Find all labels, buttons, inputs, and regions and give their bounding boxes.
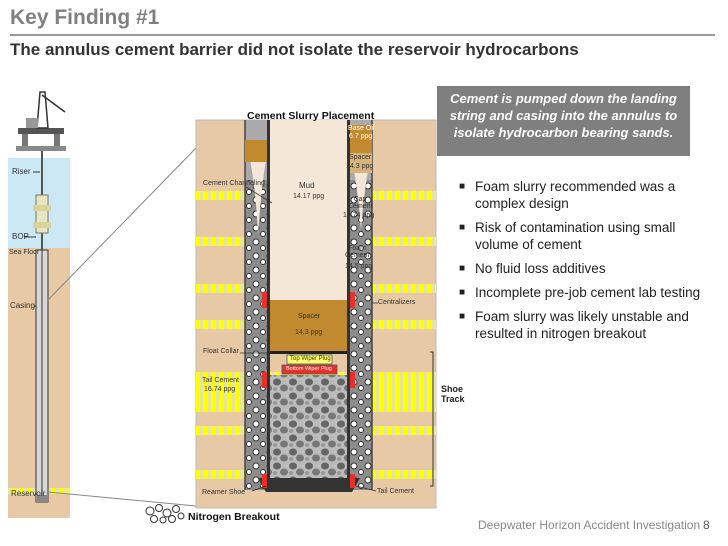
title-divider <box>10 34 715 36</box>
mud-column <box>270 120 347 300</box>
foam-cement-label: Foam Cement <box>345 245 370 259</box>
footer-org: Deepwater Horizon Accident Investigation <box>478 518 701 532</box>
shoe-track-cement <box>270 375 347 485</box>
casing-wall-right <box>347 120 350 490</box>
slide-subtitle: The annulus cement barrier did not isola… <box>10 40 579 59</box>
findings-list: Foam slurry recommended was a complex de… <box>457 178 707 349</box>
bullet-item: Risk of contamination using small volume… <box>457 219 707 253</box>
tail-cement-label: Tail Cement <box>202 377 239 384</box>
drilling-rig-icon <box>16 91 66 151</box>
spacer-ppg: 14.3 ppg <box>295 329 323 336</box>
spacer-top-ppg: 14.3 ppg <box>346 163 374 170</box>
float-collar-label: Float Collar <box>203 348 239 355</box>
nitrogen-breakout-label: Nitrogen Breakout <box>188 511 280 523</box>
mud-ppg: 14.17 ppg <box>293 193 325 200</box>
spacer-top-label: Spacer <box>349 154 372 161</box>
bottom-wiper-plug <box>281 364 338 375</box>
bullet-item: Foam slurry was likely unstable and resu… <box>457 308 707 342</box>
sea-floor-label: Sea Floor <box>9 249 40 256</box>
channeling-leader <box>245 186 273 204</box>
tail-cement-ppg: 16.74 ppg <box>204 386 236 393</box>
slide-title: Key Finding #1 <box>10 6 160 29</box>
reamer-shoe <box>258 478 360 492</box>
bottom-wiper-plug-label: Bottom Wiper Plug <box>286 366 332 372</box>
reamer-shoe-leader <box>251 485 267 492</box>
page-number: 8 <box>703 518 710 532</box>
casing-label: Casing <box>10 301 35 310</box>
mud-channel-left <box>250 160 266 235</box>
bullet-item: Foam slurry recommended was a complex de… <box>457 178 707 212</box>
detail-title: Cement Slurry Placement <box>247 110 375 122</box>
top-wiper-plug <box>286 354 333 365</box>
base-oil-ppg: 6.7 ppg <box>349 133 373 140</box>
annulus-foam-right <box>350 160 372 490</box>
bullet-item: No fluid loss additives <box>457 260 707 277</box>
mud-channel-right <box>352 160 370 230</box>
casing-wall-left <box>267 120 270 490</box>
riser-label: Riser <box>12 167 31 176</box>
tail-cement-right-label: Tail Cement <box>377 488 414 495</box>
shoe-track-bracket <box>430 351 434 487</box>
spacer-zone-top <box>350 153 372 173</box>
bop-icon <box>33 194 51 234</box>
base-oil-label: Base Oil <box>348 125 375 132</box>
callout-box: Cement is pumped down the landing string… <box>437 86 690 156</box>
mud-label: Mud <box>299 181 315 190</box>
base-oil-zone <box>350 125 372 153</box>
zoom-line-top <box>47 147 197 301</box>
reservoir-label: Reservoir <box>11 489 46 498</box>
reamer-shoe-label: Reamer Shoe <box>202 489 246 496</box>
nitrogen-breakout-swatch <box>145 504 185 524</box>
tail-cement-leader <box>355 485 377 492</box>
shoe-track-label: Shoe Track <box>441 384 465 404</box>
callout-text: Cement is pumped down the landing string… <box>449 91 678 140</box>
cap-cement-label: Cap Cement <box>348 196 373 210</box>
foam-cement-ppg: 14.5 ppg <box>345 263 373 270</box>
overview-column <box>8 91 197 518</box>
cement-channeling-label: Cement Channeling <box>203 180 265 187</box>
spacer-label: Spacer <box>298 313 321 320</box>
top-wiper-plug-label: Top Wiper Plug <box>290 356 331 362</box>
spacer-column <box>270 300 347 352</box>
cap-cement-ppg: 16.74 ppg <box>343 212 375 219</box>
centralizers <box>262 292 355 488</box>
annulus-spacer-left <box>245 140 267 162</box>
centralizers-label: Centralizers <box>378 299 416 306</box>
annulus-foam-left <box>245 160 267 490</box>
bop-label: BOP <box>12 232 29 241</box>
zoom-line-bottom <box>47 491 197 507</box>
cement-detail-panel <box>195 119 437 509</box>
float-collar <box>270 351 347 354</box>
bullet-item: Incomplete pre-job cement lab testing <box>457 284 707 301</box>
